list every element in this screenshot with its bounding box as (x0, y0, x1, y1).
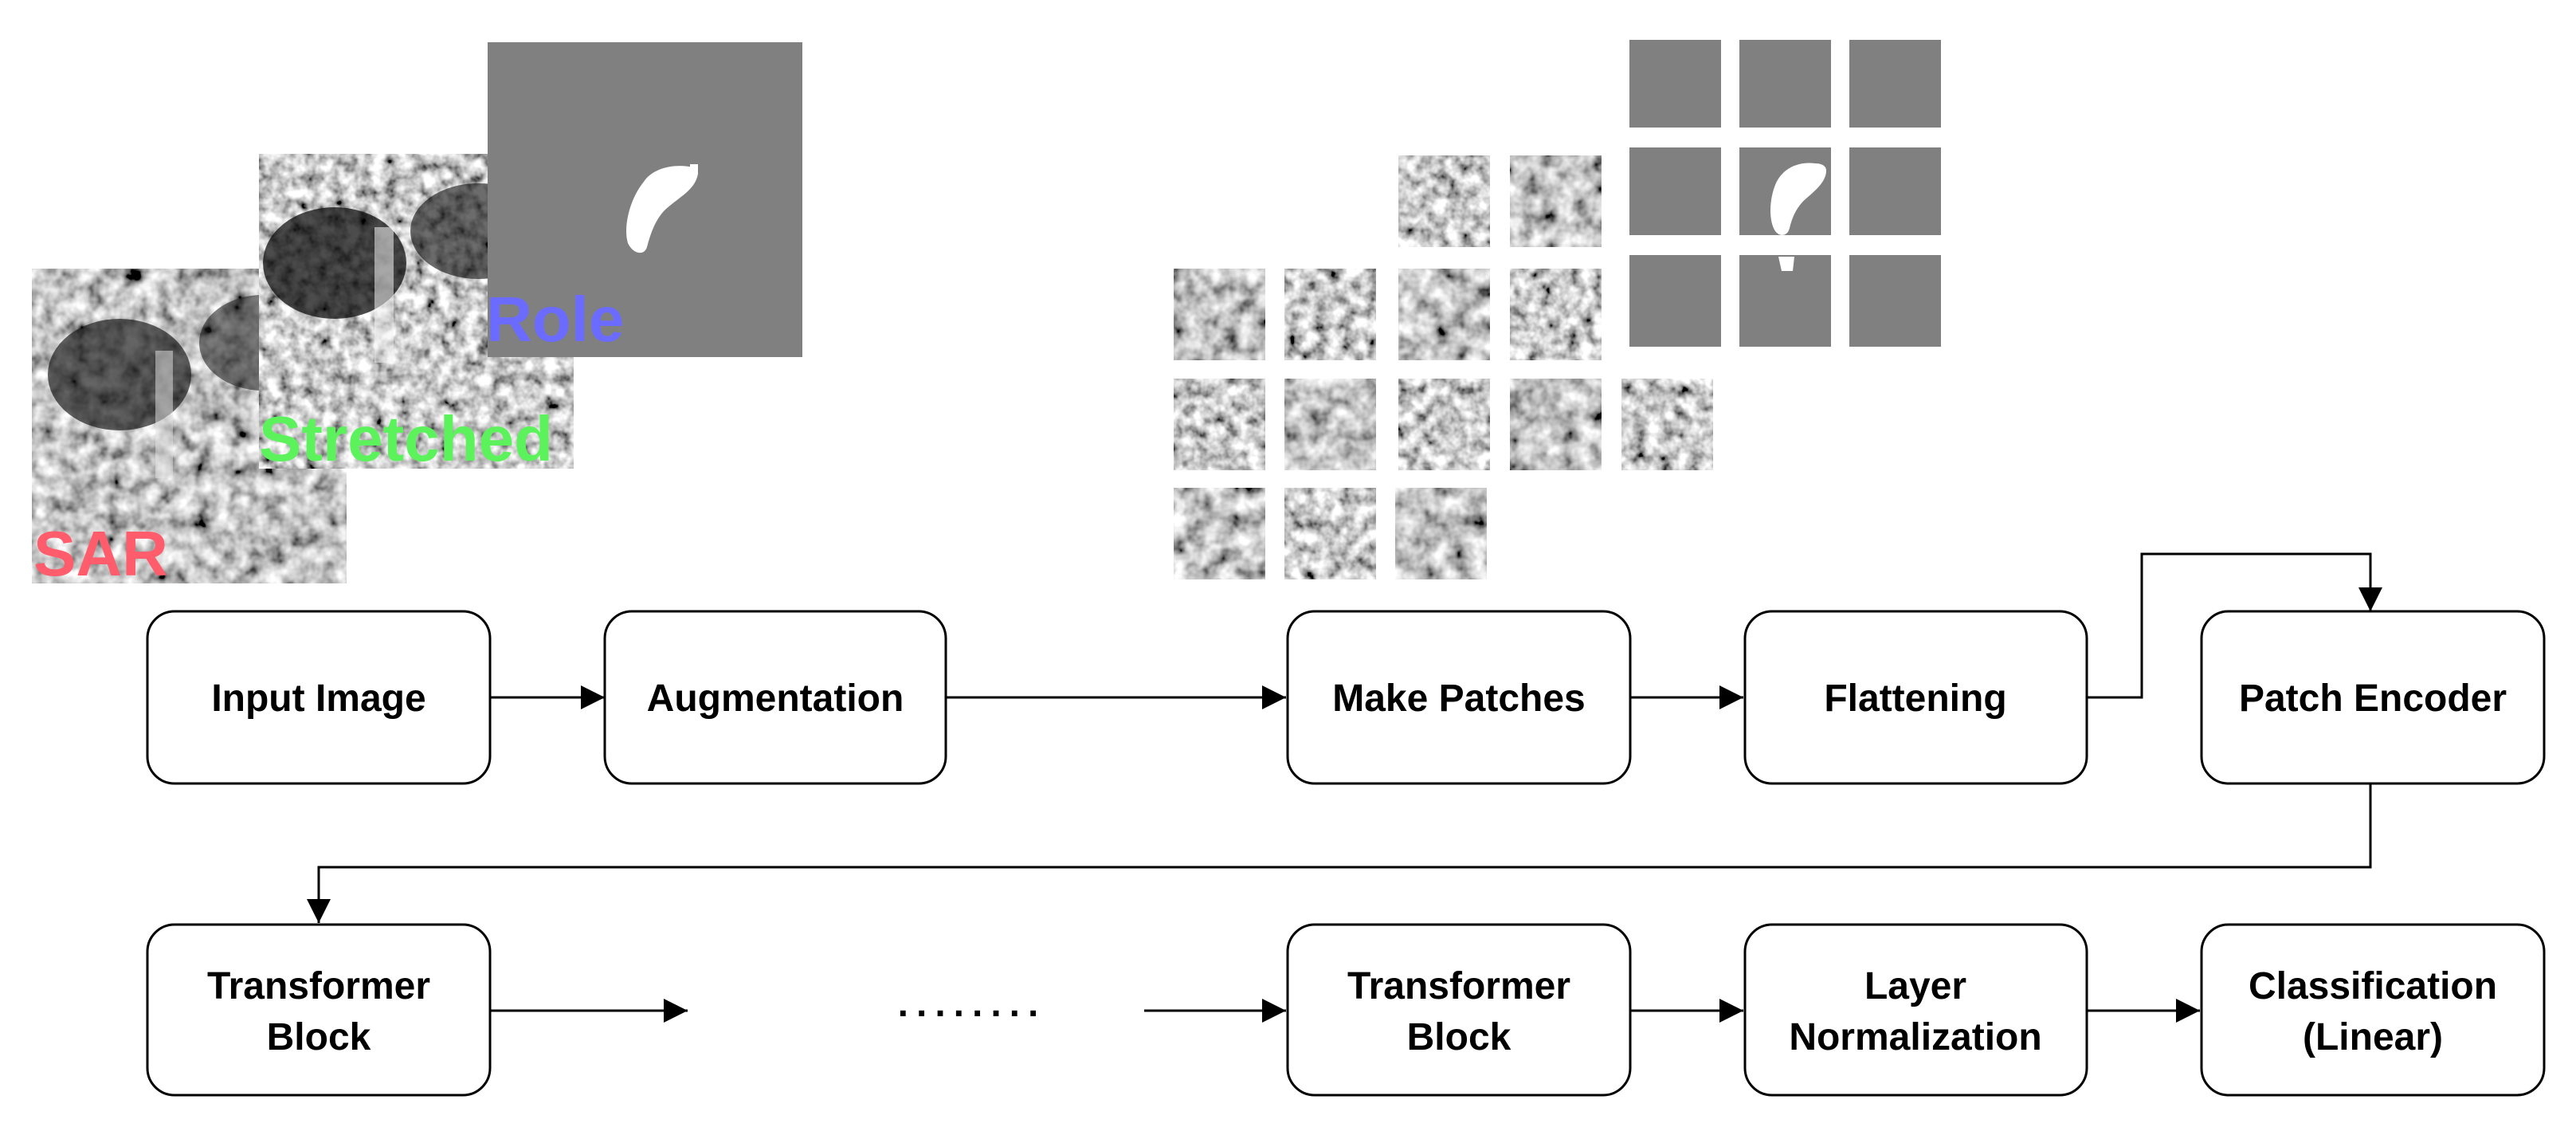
stretched-label: Stretched (259, 403, 553, 474)
block-flattening-label: Flattening (1824, 677, 2006, 720)
role-mask-image (488, 42, 802, 357)
block-classification: Classification (Linear) (2200, 923, 2546, 1097)
role-label: Role (486, 284, 624, 355)
block-transformer-n-label-line1: Transformer (1347, 965, 1570, 1007)
block-input-image: Input Image (146, 610, 492, 785)
block-transformer-1-label-line1: Transformer (207, 965, 430, 1007)
block-patch-encoder-label: Patch Encoder (2239, 677, 2507, 720)
role-patch-grid (1629, 40, 1941, 347)
stretched-patch-grid (1398, 155, 1713, 470)
input-image-stack: SAR Stretched Role (32, 42, 802, 589)
patch-grids (1174, 40, 1941, 579)
ellipsis-text: ........ (898, 983, 1047, 1025)
sar-label: SAR (33, 518, 168, 589)
block-transformer-1-label-line2: Block (267, 1016, 371, 1058)
arrow-flattening-to-encoder (2087, 552, 2382, 699)
block-classification-label-line1: Classification (2249, 965, 2497, 1007)
sar-patch-grid (1174, 269, 1487, 579)
arrow-encoder-to-transformer (307, 783, 2372, 923)
block-transformer-1: Transformer Block (146, 923, 492, 1097)
block-transformer-n-label-line2: Block (1407, 1016, 1511, 1058)
block-input-image-label: Input Image (211, 677, 425, 720)
block-layer-normalization-label-line2: Normalization (1789, 1016, 2041, 1058)
block-make-patches-label: Make Patches (1332, 677, 1586, 720)
block-flattening: Flattening (1743, 610, 2088, 785)
block-patch-encoder: Patch Encoder (2200, 610, 2546, 785)
block-augmentation-label: Augmentation (647, 677, 904, 720)
connectors (307, 552, 2382, 1023)
block-layer-normalization: Layer Normalization (1743, 923, 2088, 1097)
block-classification-label-line2: (Linear) (2303, 1016, 2443, 1058)
block-augmentation: Augmentation (603, 610, 947, 785)
block-make-patches: Make Patches (1286, 610, 1632, 785)
block-layer-normalization-label-line1: Layer (1864, 965, 1966, 1007)
block-transformer-n: Transformer Block (1286, 923, 1632, 1097)
